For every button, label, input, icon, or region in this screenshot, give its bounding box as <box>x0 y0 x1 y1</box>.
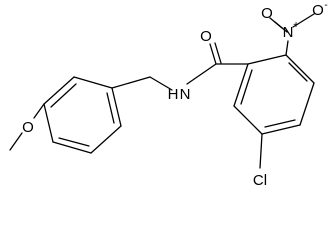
chlorine-label: Cl <box>253 172 267 189</box>
amide-nitrogen-label: N <box>180 86 191 103</box>
nitro-oxygen-left-label: O <box>261 5 273 22</box>
bonds <box>9 13 315 169</box>
amide-hydrogen-label: H <box>168 86 179 103</box>
methoxy-oxygen-label: O <box>22 119 34 136</box>
nitro-nitrogen-charge: + <box>293 20 299 31</box>
nitro-oxygen-top-charge: - <box>324 0 327 11</box>
atom-labels: O H N N + O - O O Cl <box>22 0 328 189</box>
nitro-nitrogen-label: N <box>283 24 294 41</box>
chemical-structure: O H N N + O - O O Cl <box>9 0 328 189</box>
nitro-oxygen-top-label: O <box>312 2 324 19</box>
carbonyl-oxygen-label: O <box>200 28 212 45</box>
